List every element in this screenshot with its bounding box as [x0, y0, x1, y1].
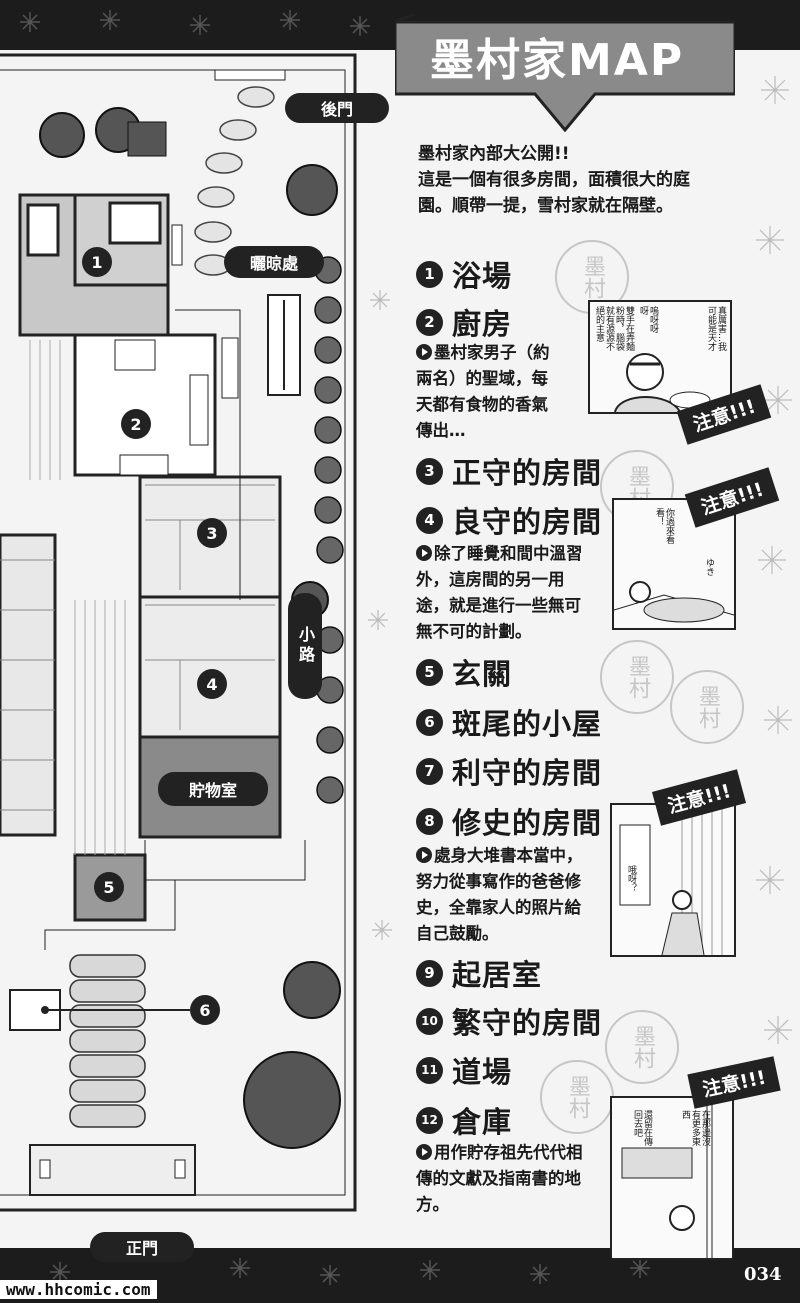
caution-label: 注意!!! [687, 1056, 781, 1109]
room-item: 5 玄關 [416, 651, 512, 693]
play-bullet-icon [416, 545, 432, 561]
description-line: 天都有食物的香氣 [416, 395, 548, 414]
intro-line: 墨村家內部大公開!! [418, 144, 570, 164]
description-line: 努力從事寫作的爸爸修 [416, 872, 581, 891]
manga-panel: 真厲害…我可能是天才 嗚呀呀呀 雙手在弄麵粉時，腦袋就有源源不絕的主意 [588, 300, 732, 414]
room-number: 10 [416, 1007, 443, 1035]
room-item: 12 倉庫 [416, 1099, 512, 1141]
map-number-5: 5 [103, 878, 114, 897]
manga-illustration [614, 581, 734, 623]
description-line: 用作貯存祖先代代相 [434, 1143, 583, 1162]
room-number: 12 [416, 1106, 443, 1134]
description-line: 自己鼓勵。 [416, 924, 499, 943]
speech-text: 還留在傳回去吧 [632, 1110, 652, 1146]
room-number: 6 [416, 708, 443, 736]
room-description: 墨村家男子（約 兩名）的聖域，每 天都有食物的香氣 傳出… [416, 340, 550, 444]
room-item: 11 道場 [416, 1049, 512, 1091]
room-item: 6 斑尾的小屋 [416, 701, 602, 743]
room-item: 3 正守的房間 [416, 450, 602, 492]
room-name: 道場 [452, 1055, 513, 1089]
storage-room-label: 貯物室 [158, 772, 268, 806]
room-number: 9 [416, 959, 443, 987]
main-gate-label: 正門 [90, 1232, 194, 1262]
map-number-2: 2 [130, 415, 141, 434]
site-url[interactable]: www.hhcomic.com [0, 1280, 157, 1299]
room-number: 7 [416, 757, 443, 785]
description-line: 傳出… [416, 421, 466, 440]
manga-panel: 在那邊沒有更多東西 還留在傳回去吧 [610, 1096, 734, 1260]
speech-text: 雙手在弄麵粉時，腦袋就有源源不絕的主意 [594, 306, 634, 351]
map-number-3: 3 [206, 524, 217, 543]
description-line: 無不可的計劃。 [416, 622, 532, 641]
room-item: 2 廚房 [416, 301, 512, 343]
room-name: 倉庫 [452, 1105, 513, 1139]
room-item: 7 利守的房間 [416, 750, 602, 792]
description-line: 傳的文獻及指南書的地 [416, 1169, 581, 1188]
room-item: 10 繁守的房間 [416, 1000, 602, 1042]
play-bullet-icon [416, 1144, 432, 1160]
description-line: 方。 [416, 1195, 449, 1214]
intro-text: 墨村家內部大公開!! 這是一個有很多房間，面積很大的庭 園。順帶一提，雪村家就在… [418, 141, 748, 219]
play-bullet-icon [416, 344, 432, 360]
back-gate-label: 後門 [285, 93, 389, 123]
floor-plan-map: 1 2 3 4 5 6 [0, 53, 357, 1212]
manga-panel: 哦呀？ [610, 803, 736, 957]
stamp: 墨村 [605, 1010, 679, 1084]
room-item: 8 修史的房間 [416, 800, 602, 842]
map-number-4: 4 [206, 675, 217, 694]
intro-line: 這是一個有很多房間，面積很大的庭 [418, 170, 690, 190]
room-item: 1 浴場 [416, 253, 512, 295]
map-number-1: 1 [91, 253, 102, 272]
manga-illustration [619, 805, 723, 955]
title-banner [395, 14, 735, 132]
description-line: 史，全靠家人的照片給 [416, 898, 581, 917]
stamp: 墨村 [540, 1060, 614, 1134]
room-name: 起居室 [452, 958, 543, 992]
room-name: 廚房 [452, 307, 513, 341]
room-description: 用作貯存祖先代代相 傳的文獻及指南書的地 方。 [416, 1140, 583, 1218]
room-number: 3 [416, 457, 443, 485]
intro-line: 園。順帶一提，雪村家就在隔壁。 [418, 196, 673, 216]
room-number: 8 [416, 807, 443, 835]
description-line: 外，這房間的另一用 [416, 570, 565, 589]
room-number: 5 [416, 658, 443, 686]
room-name: 修史的房間 [452, 806, 603, 840]
room-name: 正守的房間 [452, 456, 603, 490]
speech-text: 嗚呀呀呀 [638, 306, 658, 333]
room-number: 2 [416, 308, 443, 336]
room-description: 處身大堆書本當中， 努力從事寫作的爸爸修 史，全靠家人的照片給 自己鼓勵。 [416, 843, 583, 947]
speech-text: ゆき [704, 558, 714, 576]
speech-text: 你過來看看！ [654, 508, 674, 544]
stamp: 墨村 [600, 640, 674, 714]
room-number: 1 [416, 260, 443, 288]
description-line: 途，就是進行一些無可 [416, 596, 581, 615]
room-description: 除了睡覺和間中溫習 外，這房間的另一用 途，就是進行一些無可 無不可的計劃。 [416, 541, 583, 645]
room-number: 11 [416, 1056, 443, 1084]
speech-text: 真厲害…我可能是天才 [706, 306, 726, 351]
room-name: 玄關 [452, 657, 513, 691]
page-number: 034 [744, 1264, 782, 1285]
speech-text: 在那邊沒有更多東西 [680, 1110, 710, 1146]
manga-illustration [614, 353, 711, 412]
speech-text: 哦呀？ [626, 865, 636, 892]
drying-area-label: 曬晾處 [224, 246, 324, 278]
room-name: 利守的房間 [452, 756, 603, 790]
description-line: 兩名）的聖域，每 [416, 369, 548, 388]
room-item: 4 良守的房間 [416, 499, 602, 541]
room-name: 良守的房間 [452, 505, 603, 539]
stamp: 墨村 [670, 670, 744, 744]
room-name: 浴場 [452, 259, 513, 293]
path-label: 小路 [288, 593, 322, 699]
page-title: 墨村家MAP [430, 35, 685, 86]
manga-illustration [621, 1098, 713, 1258]
play-bullet-icon [416, 847, 432, 863]
room-number: 4 [416, 506, 443, 534]
room-name: 繁守的房間 [452, 1006, 603, 1040]
room-name: 斑尾的小屋 [452, 707, 603, 741]
room-item: 9 起居室 [416, 952, 542, 994]
description-line: 處身大堆書本當中， [434, 846, 583, 865]
map-number-6: 6 [199, 1001, 210, 1020]
description-line: 墨村家男子（約 [434, 343, 550, 362]
description-line: 除了睡覺和間中溫習 [434, 544, 583, 563]
